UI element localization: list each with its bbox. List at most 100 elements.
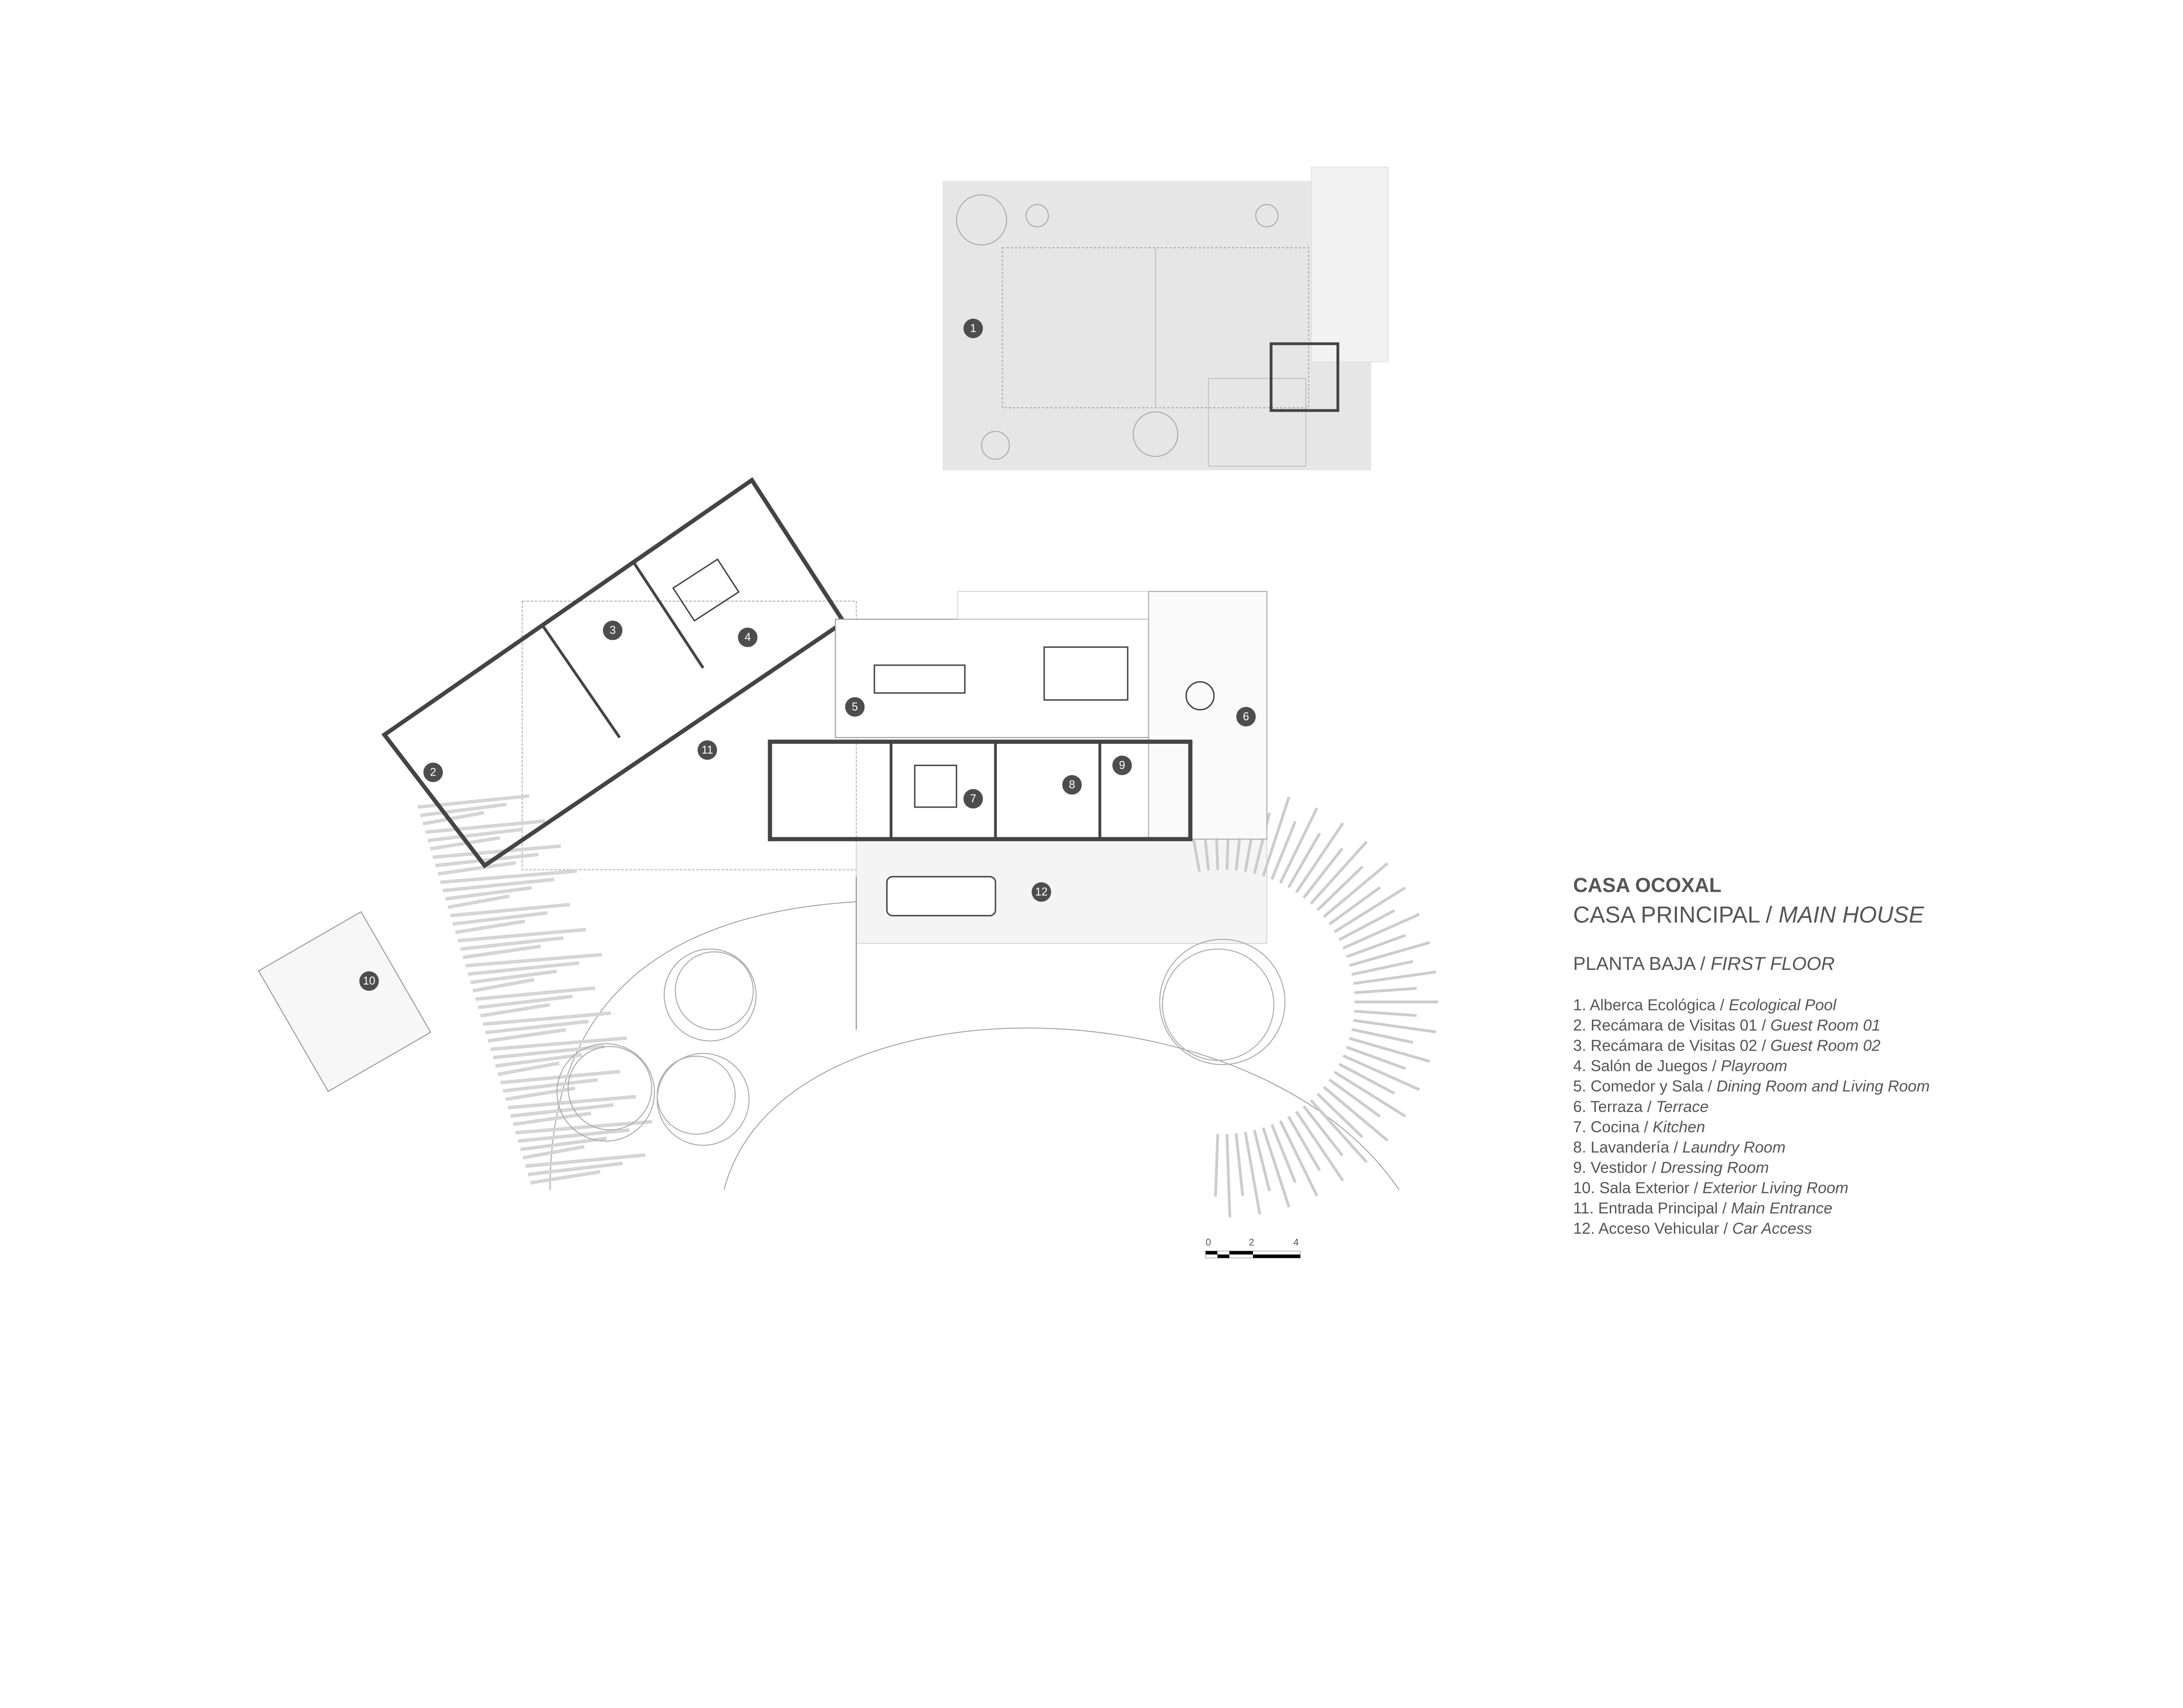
paving-stripe — [470, 969, 557, 984]
subtitle: CASA PRINCIPAL / MAIN HOUSE — [1573, 902, 1925, 928]
paving-stripe — [1338, 1062, 1395, 1095]
paving-stripe — [1328, 886, 1381, 925]
paving-stripe — [425, 819, 545, 834]
paving-stripe — [495, 1053, 582, 1068]
svg-text:3: 3 — [609, 624, 616, 636]
legend-item: 10. Sala Exterior / Exterior Living Room — [1573, 1179, 1849, 1196]
room-marker-4: 4 — [738, 627, 758, 647]
paving-stripe — [435, 852, 539, 867]
paving-stripe — [1349, 941, 1430, 967]
paving-stripe — [523, 1145, 585, 1160]
paving-stripe — [1343, 913, 1420, 950]
paving-stripe — [427, 828, 523, 842]
paving-stripe — [1354, 1010, 1417, 1017]
paving-stripe — [458, 928, 586, 943]
paving-stripe — [520, 1136, 607, 1151]
legend-item: 8. Lavandería / Laundry Room — [1573, 1138, 1786, 1156]
scale-label-4: 4 — [1293, 1237, 1298, 1247]
paving-stripe — [1353, 970, 1436, 985]
room-marker-6: 6 — [1236, 707, 1256, 727]
paving-stripe — [1262, 1127, 1291, 1208]
paving-stripe — [1354, 987, 1417, 994]
paving-stripe — [497, 1061, 560, 1076]
paving-stripe — [468, 961, 580, 976]
project-title: CASA OCOXAL — [1573, 874, 1722, 897]
paving-stripe — [1253, 1130, 1271, 1192]
paving-stripe — [488, 1028, 566, 1043]
paving-stripe — [1287, 1116, 1321, 1172]
svg-text:8: 8 — [1069, 779, 1075, 791]
paving-stripe — [472, 978, 535, 993]
paving-stripe — [1351, 960, 1413, 976]
paving-stripe — [503, 1078, 598, 1093]
paving-stripe — [442, 877, 554, 893]
paving-stripe — [1316, 1093, 1364, 1138]
paving-stripe — [440, 869, 577, 884]
paving-stripe — [445, 886, 532, 901]
paving-stripe — [1333, 1071, 1406, 1117]
paving-stripe — [1333, 886, 1406, 933]
paving-stripe — [1226, 1134, 1232, 1218]
paving-stripe — [1302, 1105, 1343, 1157]
svg-text:7: 7 — [970, 793, 976, 805]
legend-item: 5. Comedor y Sala / Dining Room and Livi… — [1573, 1077, 1930, 1095]
paving-stripe — [460, 936, 564, 951]
service-block — [768, 739, 1193, 842]
paving-stripe — [1235, 1133, 1244, 1196]
scale-label-0: 0 — [1205, 1237, 1211, 1247]
legend-item: 6. Terraza / Terrace — [1573, 1097, 1708, 1115]
paving-stripe — [1214, 1134, 1219, 1197]
svg-text:12: 12 — [1035, 886, 1047, 898]
paving-stripe — [1349, 1037, 1430, 1063]
paving-stripe — [452, 911, 548, 926]
paving-stripe — [450, 903, 571, 918]
legend: CASA OCOXAL CASA PRINCIPAL / MAIN HOUSE … — [1573, 874, 1930, 1237]
paving-stripe — [1338, 909, 1395, 942]
paving-stripe — [510, 1103, 614, 1118]
paving-stripe — [515, 1120, 652, 1135]
svg-text:11: 11 — [702, 744, 713, 756]
paving-stripe — [1302, 847, 1343, 899]
room-marker-1: 1 — [963, 319, 983, 338]
paving-stripe — [1309, 1099, 1368, 1163]
paving-stripe — [1351, 1028, 1413, 1044]
paving-stripe — [1346, 934, 1406, 958]
paving-stripe — [525, 1153, 646, 1168]
svg-text:6: 6 — [1243, 711, 1249, 723]
legend-item: 1. Alberca Ecológica / Ecological Pool — [1573, 996, 1837, 1014]
paving-stripe — [1346, 1046, 1406, 1070]
paving-stripe — [490, 1036, 627, 1051]
paving-stripe — [1271, 821, 1297, 880]
exterior-living-area — [258, 911, 431, 1092]
paving-stripe — [1322, 1086, 1389, 1142]
room-marker-8: 8 — [1062, 775, 1082, 795]
paving-stripe — [485, 1020, 589, 1034]
scale-bar: 0 2 4 — [1205, 1237, 1301, 1258]
room-marker-9: 9 — [1112, 756, 1132, 775]
legend-item: 12. Acceso Vehicular / Car Access — [1573, 1220, 1812, 1237]
room-marker-12: 12 — [1031, 882, 1051, 902]
paving-stripe — [1353, 1019, 1436, 1034]
svg-text:2: 2 — [430, 766, 436, 778]
dining-table — [874, 664, 966, 694]
paving-stripe — [475, 986, 596, 1001]
legend-item: 11. Entrada Principal / Main Entrance — [1573, 1199, 1832, 1217]
paving-stripe — [1328, 1078, 1381, 1118]
ecological-pool-area — [942, 166, 1388, 471]
paving-stripe — [1279, 1120, 1319, 1196]
paving-stripe — [508, 1095, 637, 1110]
paving-stripe — [437, 861, 516, 876]
pool-table — [672, 558, 740, 622]
svg-text:10: 10 — [363, 975, 375, 987]
room-marker-5: 5 — [845, 697, 865, 717]
building-plan — [258, 477, 1267, 1092]
paving-stripe — [1271, 1124, 1297, 1183]
paving-stripe — [530, 1170, 601, 1185]
paving-stripe — [518, 1128, 630, 1143]
room-marker-10: 10 — [359, 971, 379, 991]
legend-item: 3. Recámara de Visitas 02 / Guest Room 0… — [1573, 1037, 1880, 1055]
legend-item: 2. Recámara de Visitas 01 / Guest Room 0… — [1573, 1016, 1880, 1034]
svg-text:4: 4 — [744, 631, 751, 643]
